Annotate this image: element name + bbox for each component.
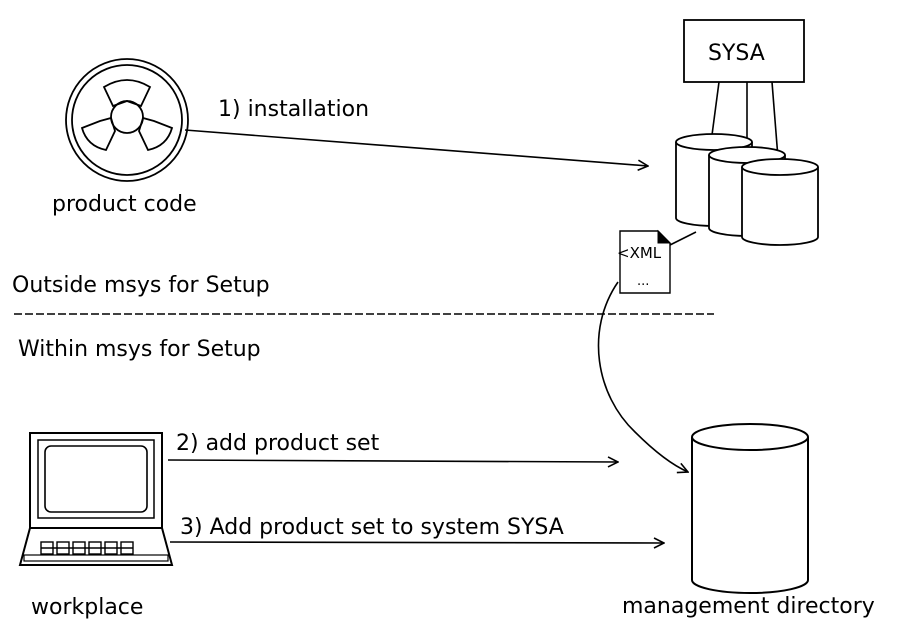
add-product-set-arrow [167, 460, 618, 462]
management-directory-cylinder-icon [691, 423, 809, 594]
outside-region-label: Outside msys for Setup [12, 273, 270, 298]
disk-cylinder-icon [741, 158, 819, 246]
system-sysa-box [683, 19, 805, 83]
step-1-label: 1) installation [218, 97, 369, 122]
tape-reel-icon [65, 58, 189, 182]
xml-document-line-2: ... [637, 274, 649, 289]
step-3-label: 3) Add product set to system SYSA [180, 515, 564, 540]
xml-to-directory-curve [597, 281, 688, 472]
management-directory-label: management directory [622, 594, 875, 619]
installation-arrow [184, 129, 648, 166]
xml-connector-line [669, 231, 697, 246]
within-region-label: Within msys for Setup [18, 337, 261, 362]
add-to-system-arrow [169, 542, 664, 543]
system-sysa-label: SYSA [708, 41, 765, 66]
computer-terminal-icon [18, 432, 174, 566]
step-2-label: 2) add product set [176, 431, 380, 456]
product-code-label: product code [52, 192, 197, 217]
xml-document-line-1: <XML [617, 244, 662, 262]
workplace-label: workplace [31, 595, 143, 620]
xml-document-icon: <XML ... [617, 229, 672, 294]
